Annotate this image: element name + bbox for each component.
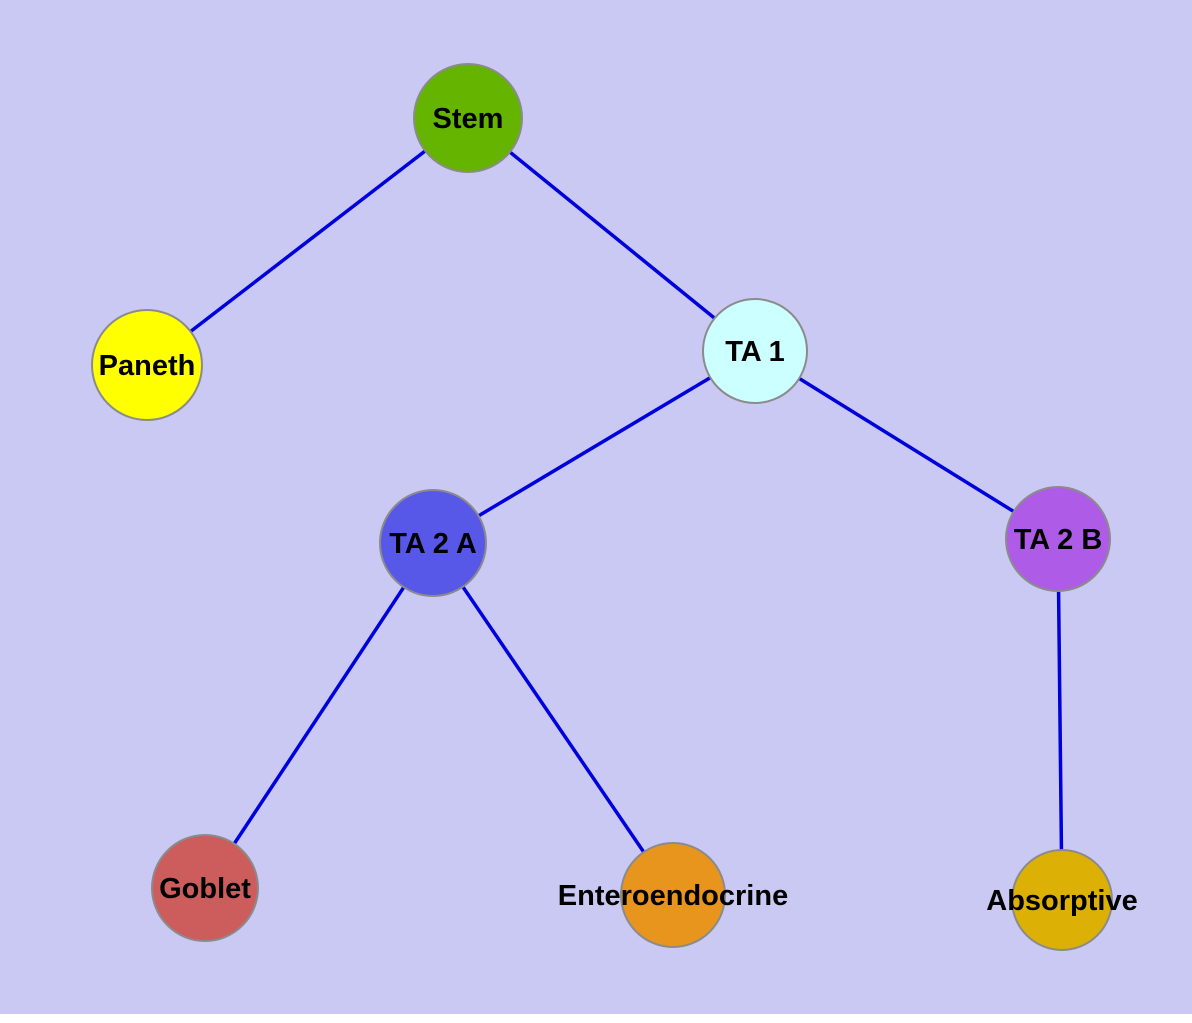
- node-ta1: TA 1: [702, 298, 808, 404]
- node-stem: Stem: [413, 63, 523, 173]
- edge-stem-paneth: [145, 116, 470, 367]
- node-absorptive-label: Absorptive: [986, 885, 1137, 917]
- node-ta2a: TA 2 A: [379, 489, 487, 597]
- node-ta1-label: TA 1: [725, 336, 785, 368]
- edge-ta1-ta2a: [432, 349, 756, 545]
- node-goblet-circle: [151, 834, 259, 942]
- node-ta2b: TA 2 B: [1005, 486, 1111, 592]
- edge-stem-ta1: [466, 116, 757, 353]
- node-enteroendocrine: Enteroendocrine: [558, 842, 788, 948]
- node-goblet-label: Goblet: [159, 873, 251, 905]
- node-paneth: Paneth: [91, 309, 203, 421]
- node-absorptive: Absorptive: [986, 849, 1138, 951]
- edge-ta2b-absorptive: [1056, 538, 1064, 901]
- edge-ta2a-goblet: [203, 542, 435, 889]
- node-enteroendocrine-label: Enteroendocrine: [558, 880, 788, 912]
- node-paneth-label: Paneth: [99, 350, 196, 382]
- node-absorptive-circle: [1011, 849, 1113, 951]
- node-ta2b-label: TA 2 B: [1014, 524, 1103, 556]
- node-goblet: Goblet: [151, 834, 259, 942]
- node-stem-label: Stem: [433, 103, 504, 135]
- edge-ta2a-enteroendocrine: [431, 542, 675, 896]
- node-ta2a-circle: [379, 489, 487, 597]
- node-ta2b-circle: [1005, 486, 1111, 592]
- node-stem-circle: [413, 63, 523, 173]
- node-enteroendocrine-circle: [620, 842, 726, 948]
- node-ta2a-label: TA 2 A: [389, 528, 477, 560]
- node-paneth-circle: [91, 309, 203, 421]
- edge-ta1-ta2b: [754, 349, 1059, 541]
- node-ta1-circle: [702, 298, 808, 404]
